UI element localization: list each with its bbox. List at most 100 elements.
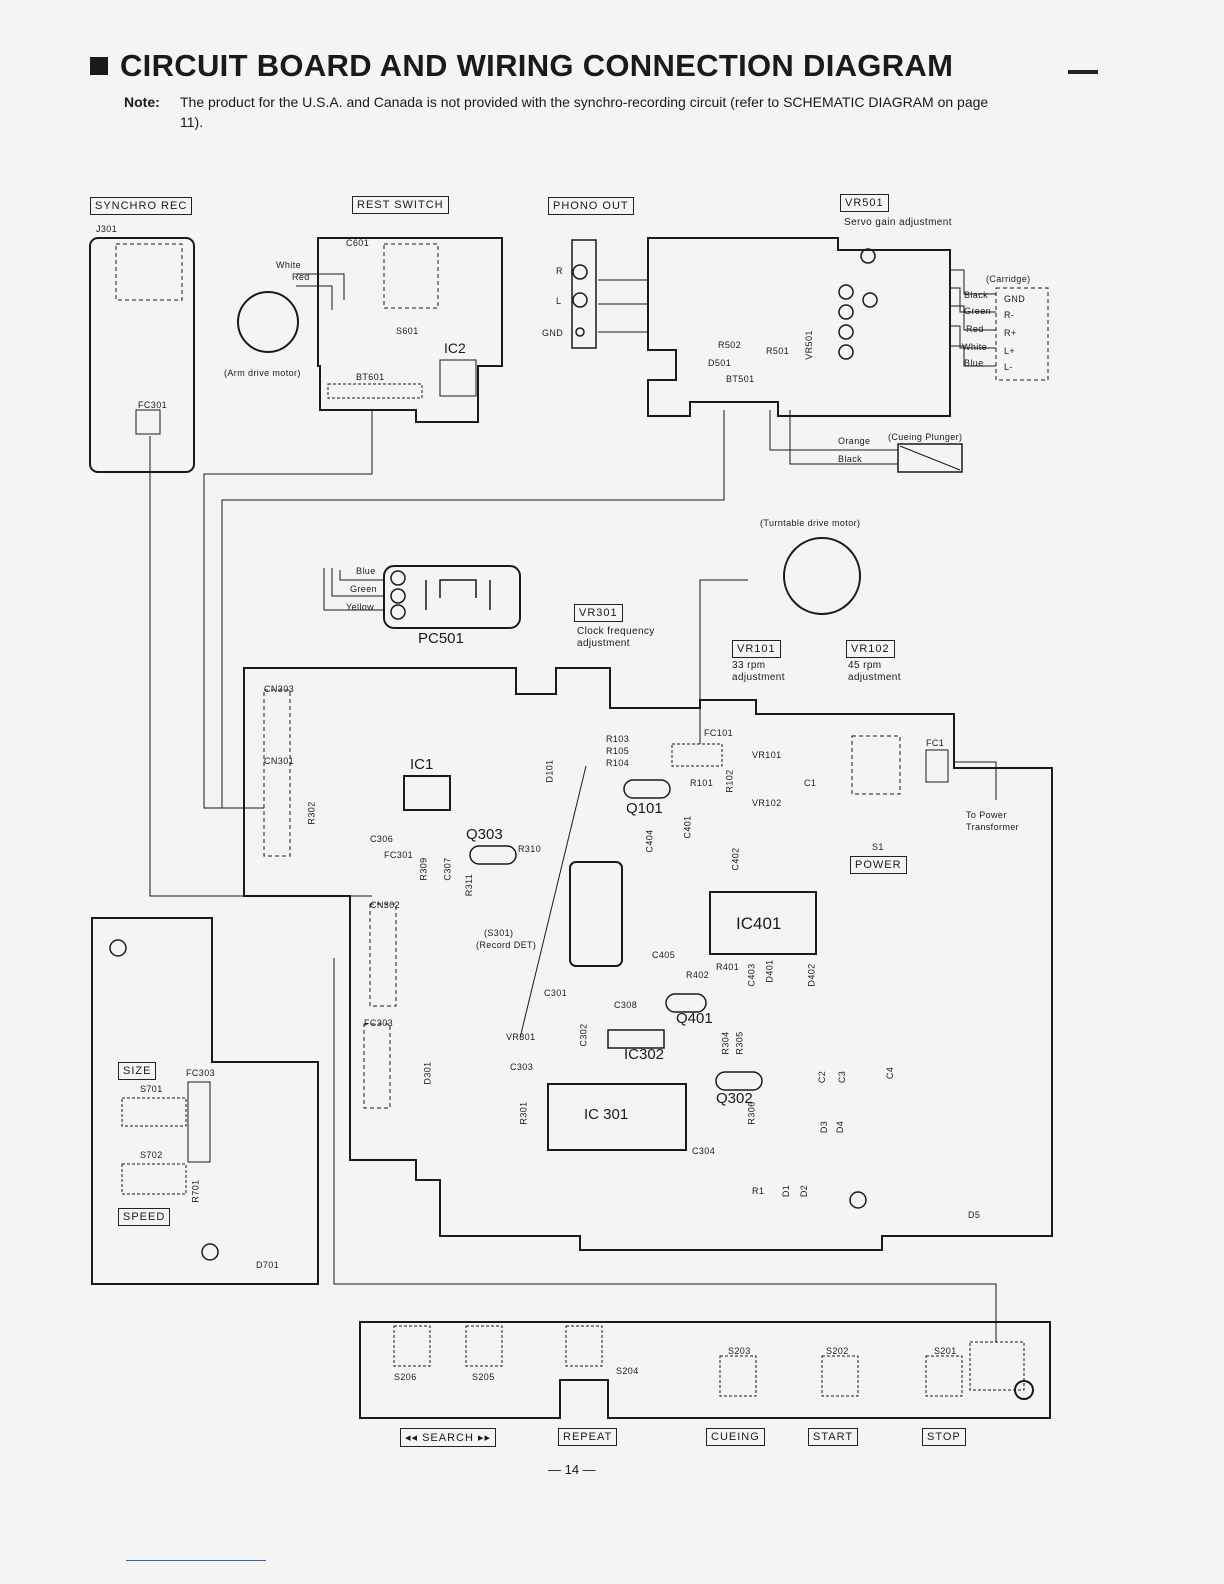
- vr501-label: VR501: [840, 194, 889, 212]
- ic1-package: [403, 775, 451, 811]
- ref-s203: S203: [728, 1346, 751, 1356]
- turntable-motor-label: (Turntable drive motor): [760, 518, 861, 528]
- pc501-board: [383, 565, 521, 629]
- ref-s206: S206: [394, 1372, 417, 1382]
- ref-d701: D701: [256, 1260, 280, 1270]
- ref-vr101-pcb: VR101: [752, 750, 782, 760]
- ref-r306: R306: [746, 1101, 757, 1125]
- ref-fc303: FC303: [364, 1018, 394, 1028]
- ref-r311: R311: [464, 873, 475, 897]
- ref-fc303b: FC303: [186, 1068, 216, 1078]
- ref-cn302: CN302: [370, 900, 401, 910]
- title-text: CIRCUIT BOARD AND WIRING CONNECTION DIAG…: [120, 48, 954, 83]
- ref-r501: R501: [766, 346, 790, 356]
- ref-ic302: IC302: [624, 1046, 665, 1063]
- ref-s701: S701: [140, 1084, 163, 1094]
- rest-switch-label: REST SWITCH: [352, 196, 449, 214]
- vr101-desc-1: 33 rpm: [732, 660, 766, 671]
- cueing-plunger-label: (Cueing Plunger): [888, 432, 963, 442]
- ref-c301: C301: [544, 988, 568, 998]
- ref-c403: C403: [746, 963, 757, 987]
- ref-ic1: IC1: [410, 756, 434, 773]
- vr101-label: VR101: [732, 640, 781, 658]
- ref-s601: S601: [396, 326, 419, 336]
- ref-d5: D5: [968, 1210, 981, 1220]
- power-label: POWER: [850, 856, 907, 874]
- ref-c308: C308: [614, 1000, 638, 1010]
- ref-c304: C304: [692, 1146, 716, 1156]
- cueing-button-label: CUEING: [706, 1428, 765, 1446]
- wire-orange: Orange: [838, 436, 871, 446]
- wire-blue-pc: Blue: [356, 566, 376, 576]
- synchro-rec-label: SYNCHRO REC: [90, 197, 193, 215]
- ref-d301: D301: [422, 1061, 433, 1085]
- bullet-square-icon: [90, 57, 108, 75]
- ref-fc301b: FC301: [384, 850, 414, 860]
- ref-d401: D401: [764, 959, 775, 983]
- ref-r301: R301: [518, 1101, 529, 1125]
- ref-c302: C302: [578, 1023, 589, 1047]
- ref-c405: C405: [652, 950, 676, 960]
- ref-s702: S702: [140, 1150, 163, 1160]
- page-title: CIRCUIT BOARD AND WIRING CONNECTION DIAG…: [90, 48, 953, 84]
- ref-c601: C601: [346, 238, 370, 248]
- wire-red-arm: Red: [292, 272, 310, 282]
- ref-d402: D402: [806, 963, 817, 987]
- corner-mark: [1068, 70, 1098, 74]
- ref-vr102-pcb: VR102: [752, 798, 782, 808]
- cart-pin-rminus: R-: [1004, 310, 1015, 320]
- ref-s204: S204: [616, 1366, 639, 1376]
- wire-blue-cart: Blue: [964, 358, 984, 368]
- phono-pin-l: L: [556, 296, 562, 306]
- note-text: The product for the U.S.A. and Canada is…: [180, 94, 989, 130]
- cartridge-label: (Carridge): [986, 274, 1031, 284]
- phono-board: [647, 237, 951, 417]
- ref-d2: D2: [799, 1184, 810, 1198]
- synchro-rec-board: [89, 237, 195, 473]
- ref-bt501: BT501: [726, 374, 755, 384]
- vr102-label: VR102: [846, 640, 895, 658]
- wire-red-cart: Red: [966, 324, 984, 334]
- ref-s205: S205: [472, 1372, 495, 1382]
- phono-out-label: PHONO OUT: [548, 197, 634, 215]
- to-power-1: To Power: [966, 810, 1007, 820]
- ref-r302: R302: [306, 801, 317, 825]
- ref-r310: R310: [518, 844, 542, 854]
- ref-c306: C306: [370, 834, 394, 844]
- ref-fc101: FC101: [704, 728, 734, 738]
- ref-fc1: FC1: [926, 738, 945, 748]
- cart-pin-lminus: L-: [1004, 362, 1013, 372]
- page-number: — 14 —: [548, 1462, 596, 1477]
- vr102-desc-2: adjustment: [848, 672, 901, 683]
- ref-vr301-pcb: VR301: [506, 1032, 536, 1042]
- ref-d3: D3: [819, 1120, 830, 1134]
- vr501-desc: Servo gain adjustment: [844, 217, 952, 228]
- ref-ic401: IC401: [736, 914, 782, 933]
- ref-vr501-pcb: VR501: [803, 330, 814, 360]
- ref-s202: S202: [826, 1346, 849, 1356]
- wire-green-pc: Green: [350, 584, 378, 594]
- ref-r401: R401: [716, 962, 740, 972]
- ref-s201: S201: [934, 1346, 957, 1356]
- ref-c404: C404: [644, 829, 655, 853]
- ref-r309: R309: [418, 857, 429, 881]
- bottom-rule: [126, 1560, 266, 1561]
- ref-r102: R102: [724, 769, 735, 793]
- wire-black-plunger: Black: [838, 454, 863, 464]
- ref-fc301: FC301: [138, 400, 168, 410]
- ref-bt601: BT601: [356, 372, 385, 382]
- ic401-package: [709, 891, 817, 955]
- ref-r305: R305: [734, 1031, 745, 1055]
- ref-c3: C3: [837, 1070, 848, 1084]
- ref-cn301: CN301: [264, 756, 295, 766]
- vr301-desc-1: Clock frequency: [577, 626, 655, 637]
- ic301-package: [547, 1083, 687, 1151]
- wire-yellow-pc: Yellow: [346, 602, 375, 612]
- ref-s1: S1: [872, 842, 884, 852]
- ref-q101: Q101: [626, 800, 663, 817]
- ref-q401: Q401: [676, 1010, 713, 1027]
- start-button-label: START: [808, 1428, 859, 1446]
- rest-switch-board: [317, 237, 503, 423]
- ref-c307: C307: [442, 857, 453, 881]
- ref-d501: D501: [708, 358, 732, 368]
